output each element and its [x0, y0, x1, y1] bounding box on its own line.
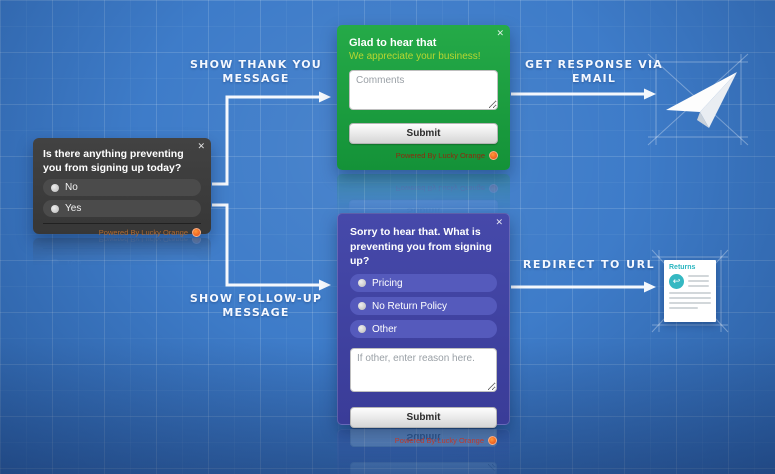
thank-you-subtitle: We appreciate your business! — [349, 51, 481, 62]
doc-text-line — [688, 280, 709, 282]
close-icon[interactable]: ✕ — [496, 28, 504, 38]
poll-option-no[interactable]: No — [43, 179, 201, 197]
follow-up-option-no-return-policy[interactable]: No Return Policy — [350, 297, 497, 316]
follow-up-option-label: No Return Policy — [372, 300, 448, 312]
poll-question-title: Is there anything preventing you from si… — [43, 148, 184, 175]
radio-icon — [358, 302, 366, 311]
follow-up-option-label: Other — [372, 323, 398, 335]
return-arrow-icon: ↩ — [669, 274, 684, 289]
thank-you-widget: ✕ Glad to hear that We appreciate your b… — [337, 25, 510, 170]
poll-option-label: No — [65, 182, 78, 194]
flow-label-get-response-via-email: GET RESPONSE VIA EMAIL — [525, 58, 663, 86]
close-icon[interactable]: ✕ — [197, 141, 205, 151]
other-reason-input[interactable] — [350, 348, 497, 393]
paper-plane-icon — [666, 72, 737, 128]
powered-by-footer: Powered By Lucky Orange — [349, 151, 498, 160]
powered-by-text: Powered By Lucky Orange — [394, 436, 484, 446]
follow-up-title: Sorry to hear that. What is preventing y… — [350, 226, 492, 268]
follow-up-widget: ✕ Sorry to hear that. What is preventing… — [337, 213, 510, 446]
powered-by-text: Powered By Lucky Orange — [395, 151, 485, 160]
poll-question-widget: ✕ Is there anything preventing you from … — [33, 138, 211, 238]
lucky-orange-logo-icon — [192, 228, 201, 238]
flow-label-redirect-to-url: REDIRECT TO URL — [522, 258, 656, 271]
flow-label-show-thank-you: SHOW THANK YOU MESSAGE — [190, 58, 322, 86]
thank-you-title: Glad to hear that — [349, 37, 437, 49]
powered-by-text: Powered By Lucky Orange — [98, 228, 188, 238]
doc-text-line — [688, 285, 709, 287]
lucky-orange-logo-icon — [488, 436, 497, 446]
poll-option-yes[interactable]: Yes — [43, 200, 201, 218]
submit-button[interactable]: Submit — [349, 123, 498, 144]
follow-up-option-pricing[interactable]: Pricing — [350, 274, 497, 293]
doc-text-line — [688, 275, 709, 277]
doc-text-line — [669, 297, 711, 299]
powered-by-footer: Powered By Lucky Orange — [350, 436, 497, 446]
poll-option-label: Yes — [65, 203, 82, 215]
doc-text-line — [669, 292, 711, 294]
arrow-no-to-thank-you — [212, 95, 319, 186]
submit-button[interactable]: Submit — [350, 407, 497, 429]
arrow-yes-to-follow-up — [212, 203, 319, 287]
doc-text-line — [669, 307, 699, 309]
radio-icon — [51, 183, 59, 192]
doc-text-line — [669, 302, 711, 304]
radio-icon — [51, 204, 59, 213]
flow-label-show-follow-up: SHOW FOLLOW-UP MESSAGE — [189, 292, 323, 320]
radio-icon — [358, 279, 366, 288]
returns-document-icon: Returns ↩ — [664, 260, 716, 322]
follow-up-option-label: Pricing — [372, 277, 403, 289]
comments-input[interactable] — [349, 70, 498, 110]
returns-doc-title: Returns — [669, 264, 696, 271]
follow-up-option-other[interactable]: Other — [350, 320, 497, 339]
close-icon[interactable]: ✕ — [495, 217, 503, 227]
radio-icon — [358, 325, 366, 334]
lucky-orange-logo-icon — [489, 151, 498, 160]
returns-doc-body: ↩ — [669, 274, 711, 289]
powered-by-footer: Powered By Lucky Orange — [43, 223, 201, 238]
